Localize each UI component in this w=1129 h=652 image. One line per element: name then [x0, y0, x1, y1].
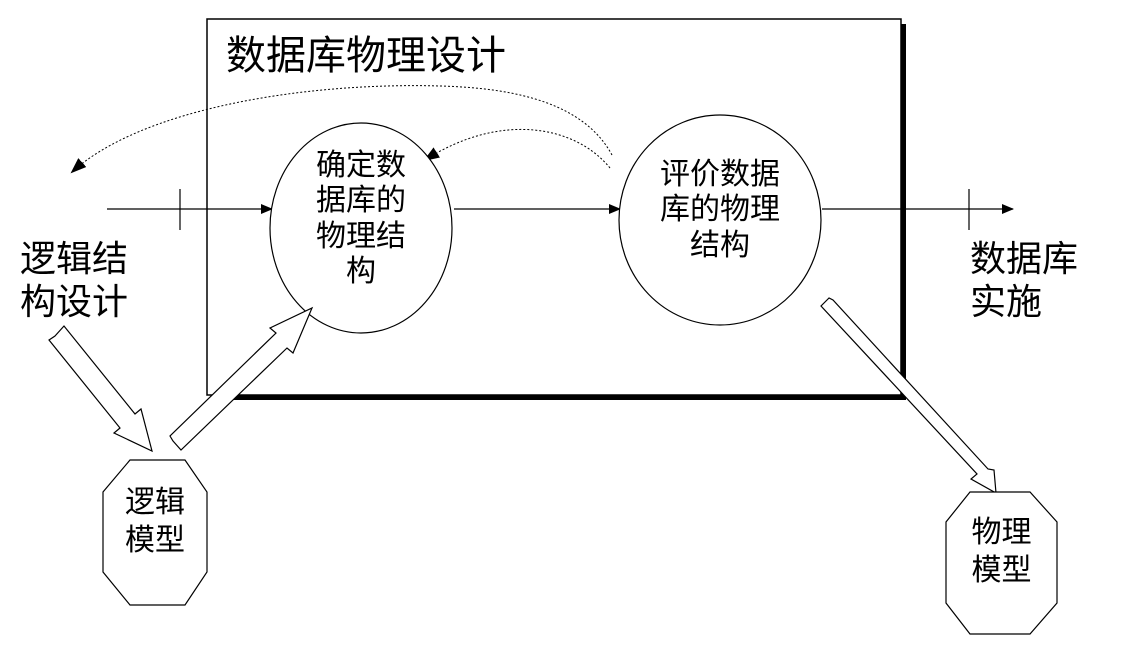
logical-model-octagon [102, 459, 208, 606]
feedback-curve-inner [423, 129, 611, 169]
node-evaluate-text: 评价数据 库的物理 结构 [619, 157, 821, 263]
feedback-curve-outer [70, 85, 613, 174]
node-determine-text: 确定数 据库的 物理结 构 [271, 148, 451, 290]
physical-model-text: 物理 模型 [946, 514, 1057, 589]
node-determine-ellipse [269, 122, 453, 334]
physical-model-octagon [945, 491, 1058, 635]
input-label-line2: 构设计 [20, 282, 129, 324]
physical-model-line2: 模型 [971, 552, 1032, 588]
physical-model-line1: 物理 [971, 515, 1032, 550]
node-evaluate-ellipse [618, 114, 822, 326]
hollow-arrow-input-to-logical-model [48, 325, 153, 453]
input-label-line1: 逻辑结 [20, 239, 129, 280]
node-determine-line2: 据库的 [316, 183, 406, 219]
logical-model-line1: 逻辑 [125, 485, 185, 520]
node-determine-line4: 构 [346, 254, 376, 290]
diagram-title: 数据库物理设计 [226, 33, 506, 79]
node-determine-line3: 物理结 [316, 218, 406, 254]
output-label-line2: 实施 [970, 282, 1043, 324]
node-evaluate-line1: 评价数据 [660, 157, 780, 192]
output-label: 数据库 实施 [970, 238, 1078, 324]
output-label-line1: 数据库 [970, 239, 1079, 280]
logical-model-text: 逻辑 模型 [103, 484, 207, 559]
hollow-arrow-logical-model-to-determine [169, 306, 314, 451]
node-evaluate-line3: 结构 [690, 227, 750, 263]
node-determine-line1: 确定数 [316, 148, 406, 183]
input-label: 逻辑结 构设计 [20, 238, 128, 324]
node-evaluate-line2: 库的物理 [660, 192, 780, 228]
logical-model-line2: 模型 [125, 522, 185, 558]
